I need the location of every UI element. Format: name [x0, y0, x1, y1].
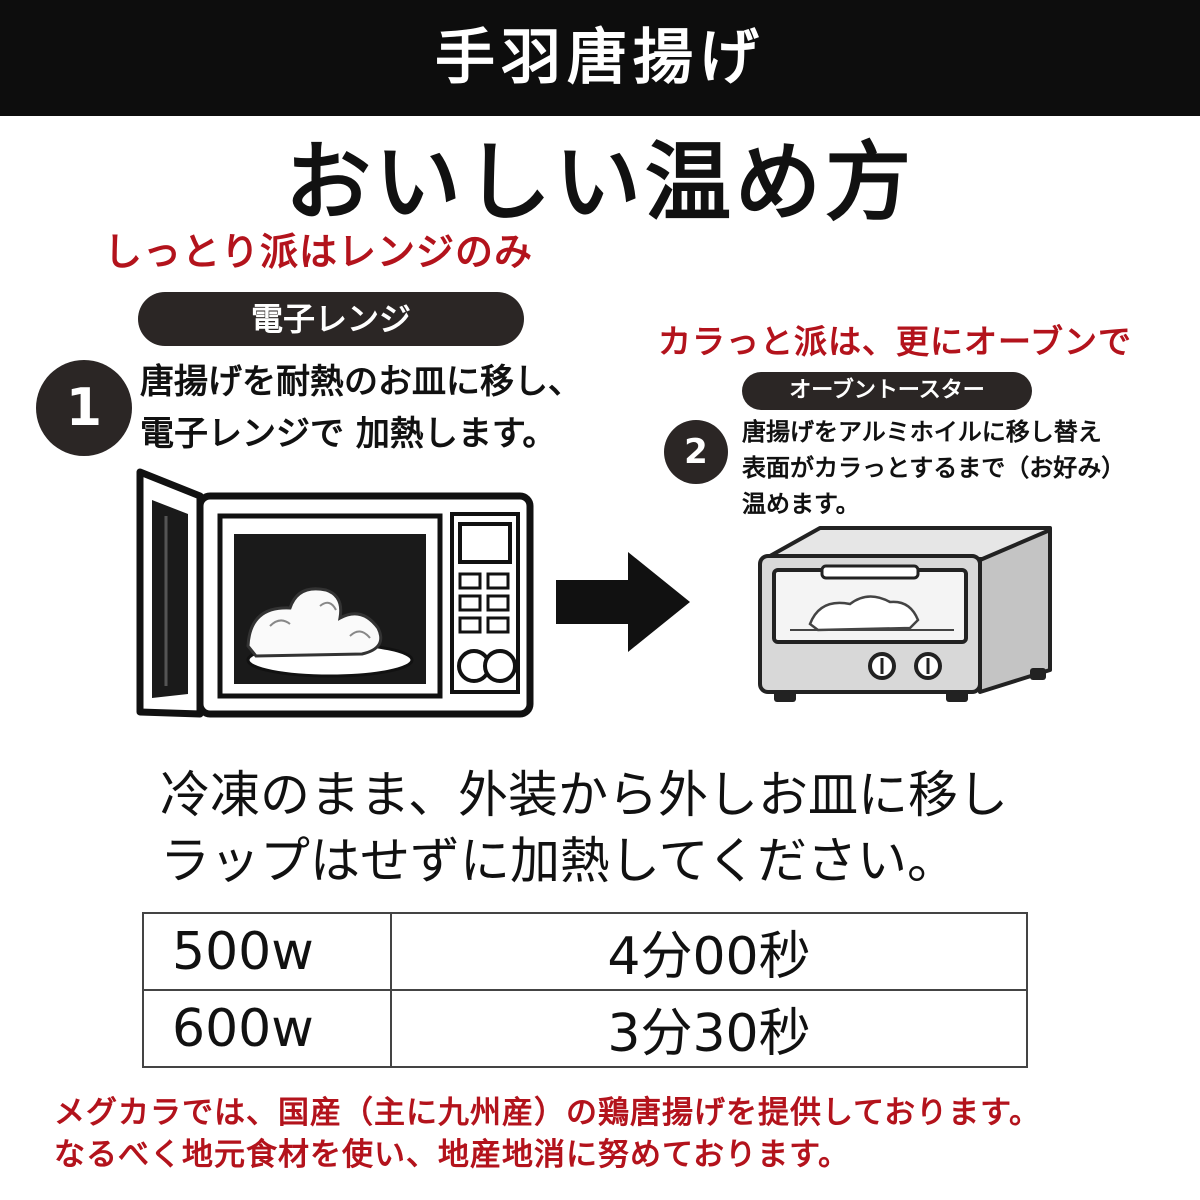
power-cell: 600w — [142, 989, 392, 1068]
step2-number: 2 — [664, 420, 728, 484]
section1-tagline: しっとり派はレンジのみ — [104, 230, 534, 274]
time-cell: 3分30秒 — [390, 989, 1028, 1068]
instruction-line-1: 冷凍のまま、外装から外しお皿に移し — [160, 766, 1008, 824]
step1-line-1: 唐揚げを耐熱のお皿に移し、 — [140, 362, 582, 402]
power-cell: 500w — [142, 912, 392, 991]
microwave-label: 電子レンジ — [138, 292, 524, 346]
step1-line-2: 電子レンジで 加熱します。 — [140, 414, 557, 454]
time-cell: 4分00秒 — [390, 912, 1028, 991]
header-title: 手羽唐揚げ — [435, 23, 765, 93]
footer-line-1: メグカラでは、国産（主に九州産）の鶏唐揚げを提供しております。 — [54, 1095, 1042, 1131]
heating-time-table: 500w 4分00秒 600w 3分30秒 — [142, 912, 1028, 1068]
footer-note: メグカラでは、国産（主に九州産）の鶏唐揚げを提供しております。 なるべく地元食材… — [54, 1092, 1041, 1176]
step2-line-1: 唐揚げをアルミホイルに移し替え — [742, 418, 1102, 446]
arrow-right-icon — [556, 552, 690, 652]
microwave-illustration — [136, 468, 534, 718]
heating-instructions: 冷凍のまま、外装から外しお皿に移し ラップはせずに加熱してください。 — [160, 762, 1008, 894]
table-row: 600w 3分30秒 — [142, 989, 1028, 1068]
step2-line-3: 温めます。 — [742, 490, 860, 518]
header-bar — [0, 0, 1200, 116]
table-row: 500w 4分00秒 — [142, 912, 1028, 991]
page-title: おいしい温め方 — [285, 133, 915, 233]
step2-line-2: 表面がカラっとするまで（お好み） — [742, 454, 1126, 482]
footer-line-2: なるべく地元食材を使い、地産地消に努めております。 — [54, 1137, 850, 1173]
step1-text: 唐揚げを耐熱のお皿に移し、 電子レンジで 加熱します。 — [140, 356, 582, 460]
step2-text: 唐揚げをアルミホイルに移し替え 表面がカラっとするまで（お好み） 温めます。 — [742, 414, 1125, 522]
instruction-line-2: ラップはせずに加熱してください。 — [160, 832, 957, 890]
step1-number: 1 — [36, 360, 132, 456]
toaster-oven-illustration — [758, 526, 1052, 702]
toaster-label: オーブントースター — [742, 372, 1032, 410]
section2-tagline: カラっと派は、更にオーブンで — [658, 322, 1133, 361]
